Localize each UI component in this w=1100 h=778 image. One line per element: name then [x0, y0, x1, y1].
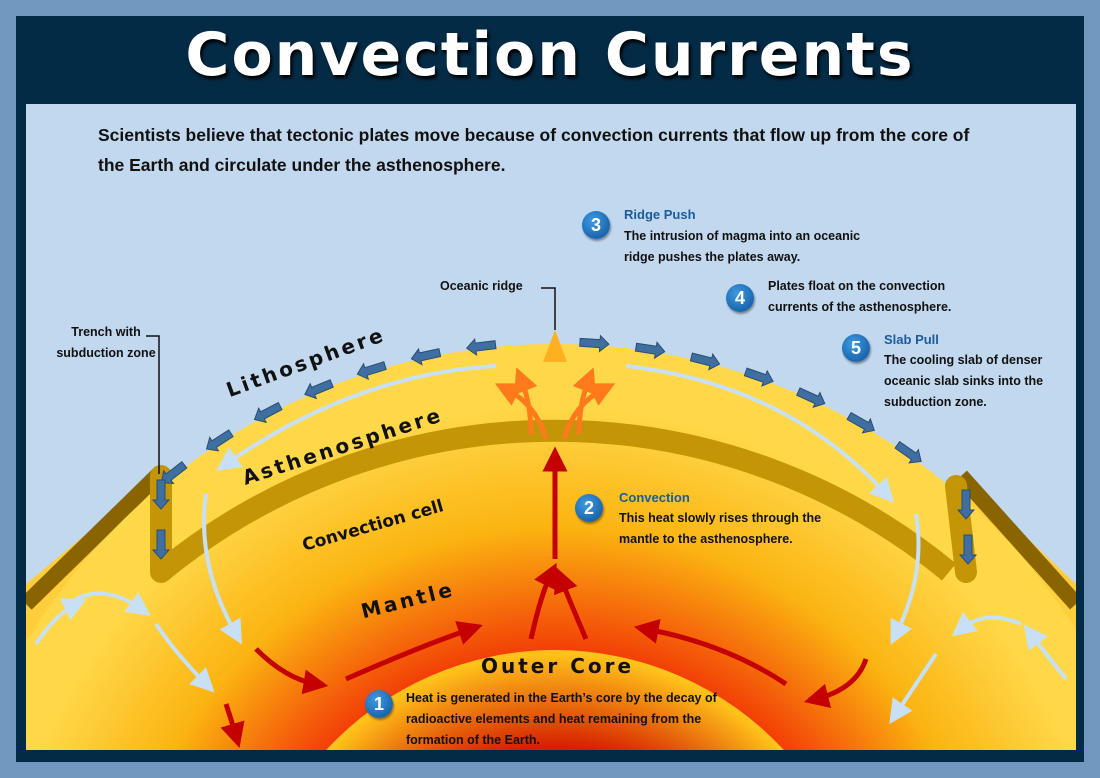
plate-motion-arrow [634, 341, 666, 360]
plate-motion-arrow [958, 534, 978, 565]
page-title: Convection Currents [185, 20, 915, 90]
plate-motion-arrow [160, 460, 188, 485]
plate-motion-arrow [894, 440, 922, 464]
plate-arrows [151, 334, 978, 565]
outer-core [326, 650, 784, 750]
plate-motion-arrow [304, 379, 334, 400]
step-4-text: Plates float on the convection currents … [768, 279, 952, 314]
step-2-heading: Convection [619, 490, 690, 505]
step-3-badge: 3 [582, 211, 610, 239]
outer-core-label: Outer Core [481, 654, 635, 678]
lithosphere-plate [154, 419, 956, 581]
plate-motion-arrow [689, 352, 721, 371]
step-3-text: The intrusion of magma into an oceanic r… [624, 229, 861, 264]
trench-label: Trench with subduction zone [56, 325, 156, 360]
plate-motion-arrow [956, 489, 976, 520]
step-3-heading: Ridge Push [624, 207, 696, 222]
convection-arrows [34, 364, 1068, 724]
diagram-panel: Scientists believe that tectonic plates … [26, 104, 1076, 750]
plate-motion-arrow [410, 347, 442, 366]
ridge-magma [543, 330, 567, 362]
plate-motion-arrow [151, 529, 171, 560]
step-1-text: Heat is generated in the Earth’s core by… [406, 691, 717, 747]
plate-motion-arrow [579, 334, 610, 353]
step-1-badge: 1 [365, 690, 393, 718]
earth-cross-section [26, 287, 1076, 750]
step-2-badge: 2 [575, 494, 603, 522]
plate-motion-arrow [796, 387, 826, 408]
intro-text: Scientists believe that tectonic plates … [98, 125, 970, 175]
plate-motion-arrow [253, 401, 283, 424]
oceanic-ridge-label: Oceanic ridge [440, 279, 523, 293]
plate-motion-arrow [465, 337, 497, 357]
step-5-text: The cooling slab of denser oceanic slab … [884, 353, 1044, 409]
step-4-badge: 4 [726, 284, 754, 312]
plate-motion-arrow [356, 361, 387, 381]
plate-motion-arrow [151, 479, 171, 510]
step-2-text: This heat slowly rises through the mantl… [619, 511, 822, 546]
step-5-badge: 5 [842, 334, 870, 362]
mantle [26, 343, 1076, 750]
plate-motion-arrow [846, 411, 875, 434]
plate-motion-arrow [743, 367, 774, 387]
step-5-heading: Slab Pull [884, 332, 939, 347]
